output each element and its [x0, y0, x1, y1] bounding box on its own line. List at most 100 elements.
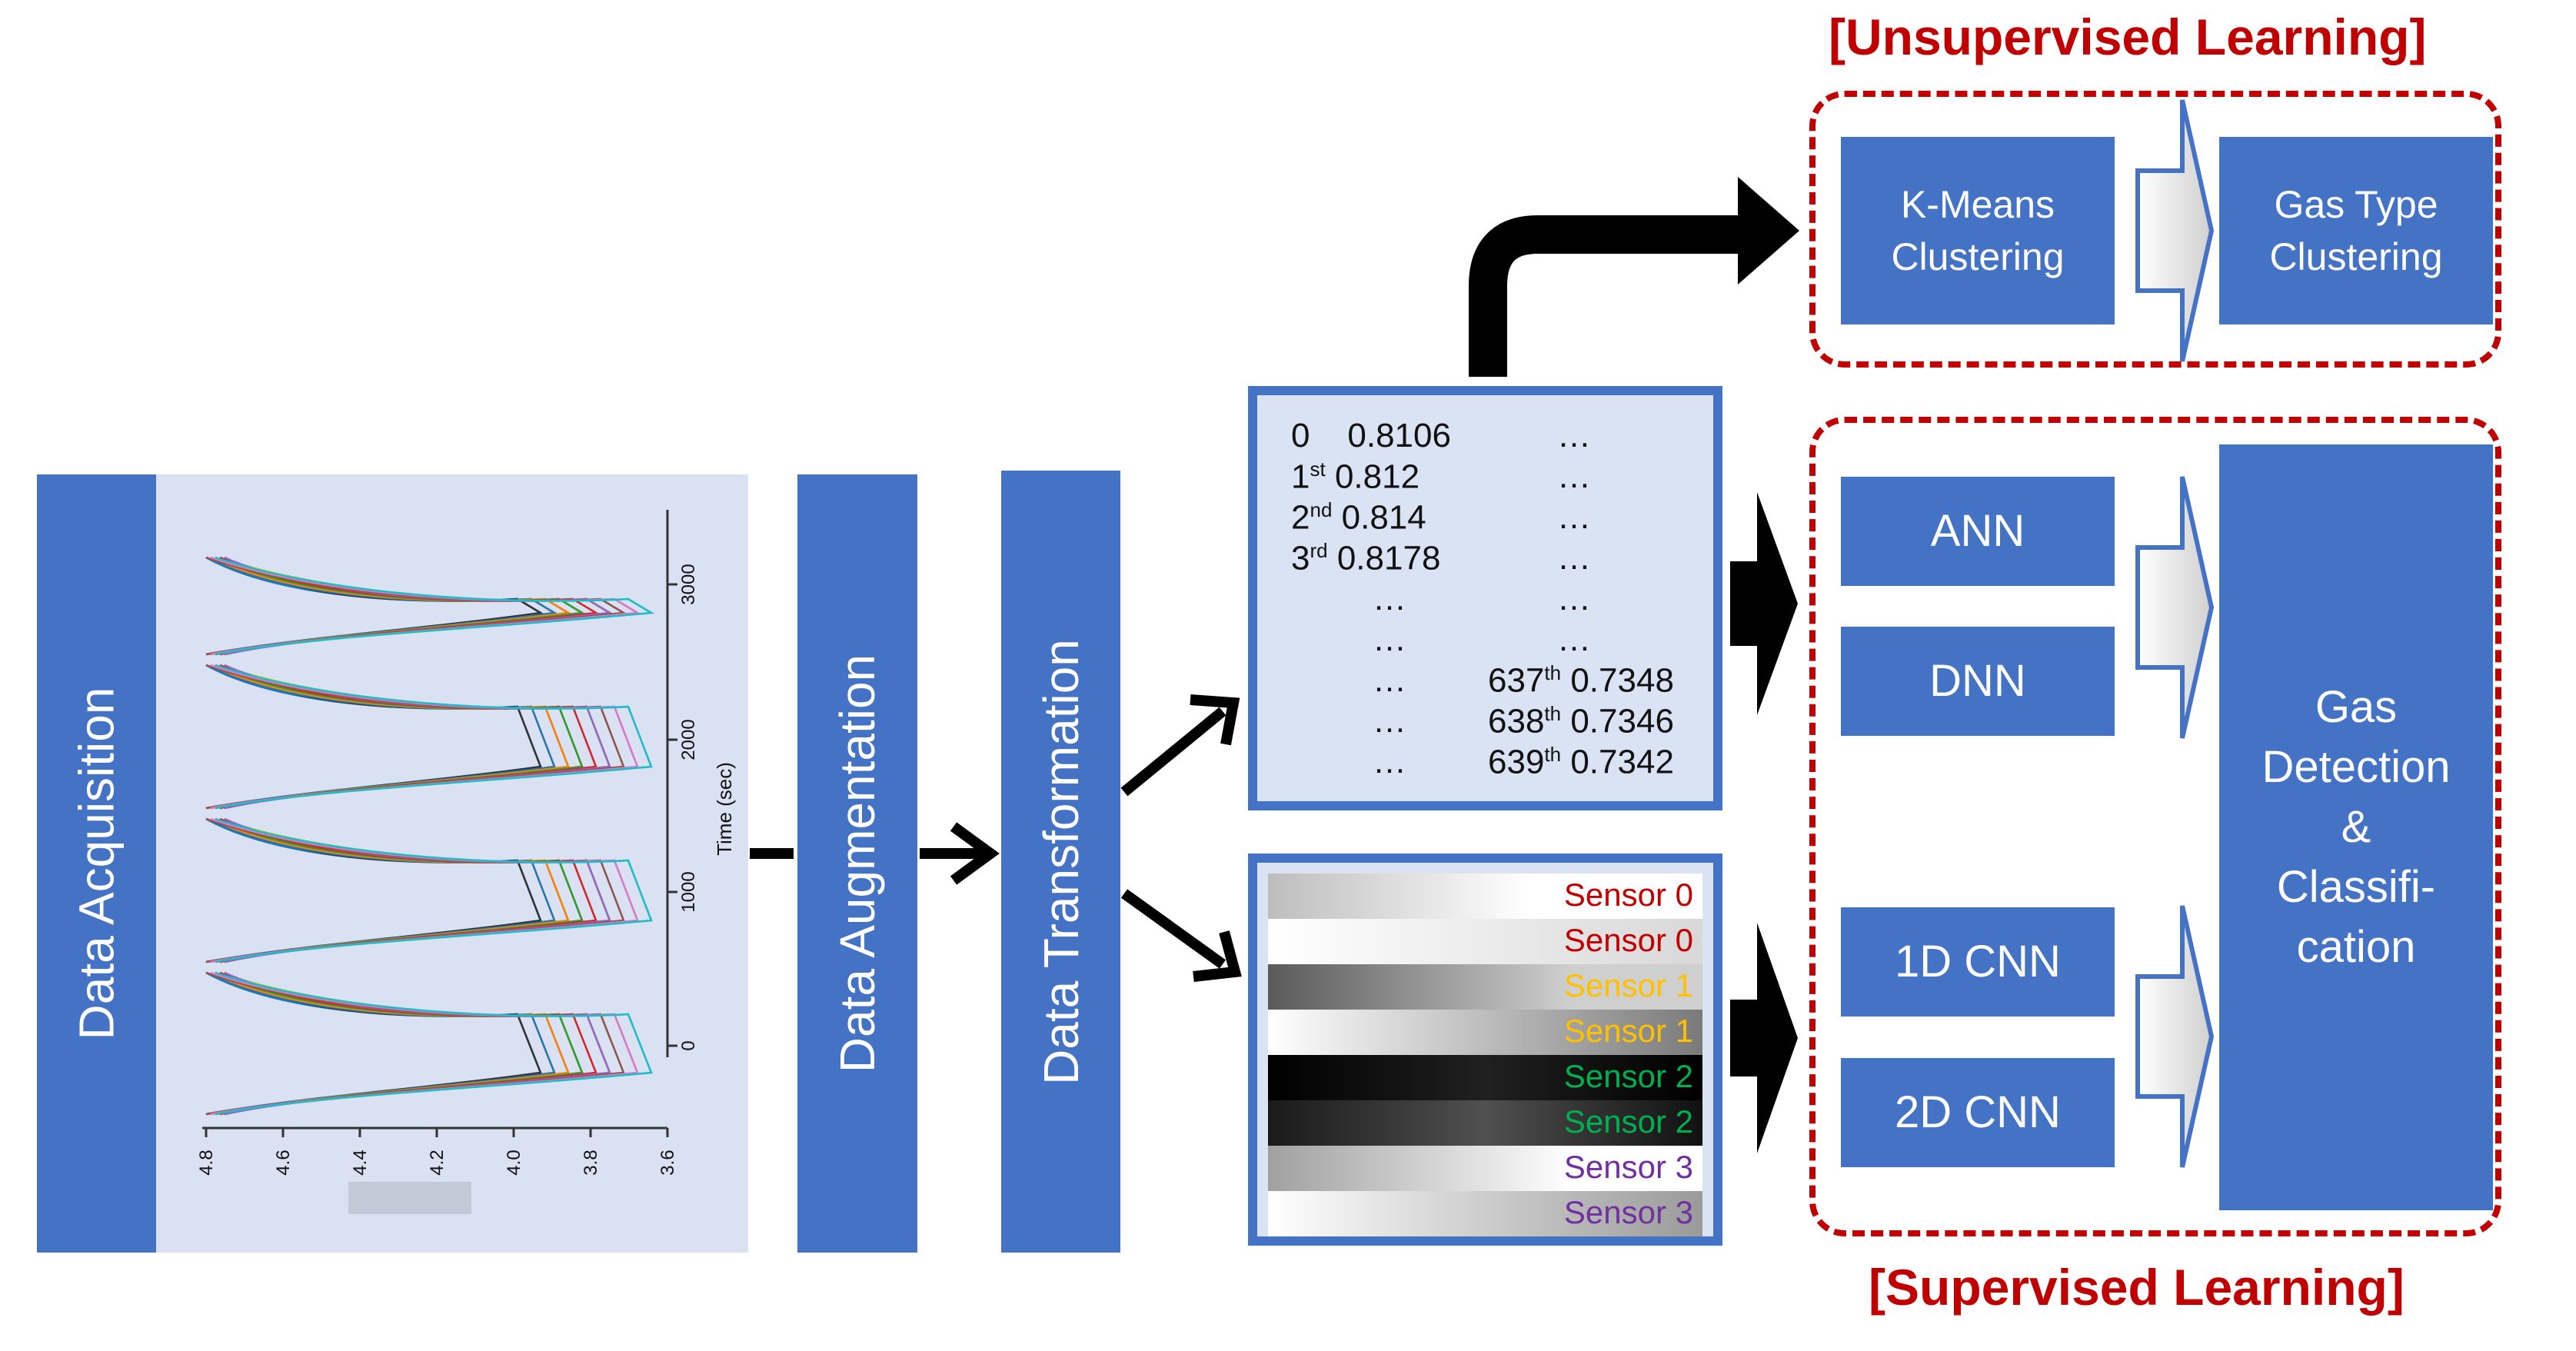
vector-table-panel: 0 0.8106…1st 0.812…2nd 0.814…3rd 0.8178…… [1248, 386, 1722, 810]
vector-index: 1 [1291, 458, 1310, 496]
bent-arrow-head [1738, 177, 1799, 285]
sensor-label: Sensor 1 [1563, 1013, 1693, 1049]
right-tick-label: 2000 [678, 719, 699, 760]
vector-index-suffix: nd [1310, 498, 1333, 521]
data-transformation-box: Data Transformation [1001, 471, 1120, 1253]
sensor-image-rows: Sensor 0 Sensor 0 Sensor 1 Sensor 1 Sensor 2… [1268, 873, 1702, 1236]
sensor-label: Sensor 1 [1563, 967, 1693, 1003]
sensor-label: Sensor 0 [1563, 877, 1693, 913]
sensor-label: Sensor 2 [1563, 1058, 1693, 1094]
vector-value: 0.7346 [1561, 702, 1674, 740]
vector-value: 0.7342 [1561, 743, 1674, 781]
vector-value: 0.812 [1325, 458, 1420, 496]
vector-row-left: 2nd 0.814 [1291, 498, 1426, 537]
bottom-tick-label: 4.8 [196, 1150, 217, 1175]
bottom-tick-label: 3.6 [657, 1150, 678, 1175]
bottom-tick-label: 4.6 [273, 1150, 294, 1175]
sensor-row: Sensor 1 [1268, 1010, 1702, 1055]
vector-index-suffix: st [1310, 458, 1326, 481]
supervised-heading: [Supervised Learning] [1869, 1259, 2405, 1316]
sensor-label: Sensor 0 [1563, 922, 1693, 958]
vector-row-right: … [1557, 458, 1591, 495]
response-curve [215, 556, 641, 656]
dnn-label: DNN [1929, 656, 2026, 706]
vector-index: 638 [1488, 702, 1545, 740]
vector-row-right: 638th 0.7346 [1488, 702, 1674, 741]
kmeans-label: K-Means Clustering [1891, 183, 2065, 278]
right-tick-label: 3000 [678, 564, 699, 604]
kmeans-box: K-Means Clustering [1841, 137, 2115, 324]
bottom-tick-label: 4.2 [427, 1150, 448, 1175]
cnn2d-box: 2D CNN [1841, 1058, 2115, 1167]
right-tick-label: 0 [678, 1040, 699, 1050]
arrow-to-table-shaft [1120, 707, 1226, 797]
cnn1d-label: 1D CNN [1895, 937, 2061, 987]
vector-value: 0.7348 [1561, 661, 1674, 700]
vector-value: 0.8178 [1327, 539, 1441, 577]
response-curve [210, 556, 641, 656]
response-curve [215, 817, 653, 963]
arrow-aug-trans-head [950, 822, 1000, 885]
right-tick-label: 1000 [678, 871, 699, 912]
vector-ellipsis: … [1373, 621, 1406, 658]
sensor-row: Sensor 1 [1268, 964, 1702, 1010]
supervised-group [1809, 417, 2501, 1236]
bottom-axis-ticks: 4.8 4.6 4.4 4.2 4.0 3.8 3.6 [196, 1128, 678, 1176]
vector-index: 0 [1291, 417, 1310, 454]
sensor-row: Sensor 0 [1268, 873, 1702, 919]
vector-row-left: 0 0.8106 [1291, 417, 1451, 455]
bottom-tick-label: 4.4 [350, 1150, 371, 1175]
bottom-tick-label: 3.8 [581, 1150, 601, 1175]
vector-index-suffix: th [1544, 702, 1562, 725]
right-axis-ticks: 0 1000 2000 3000 [667, 564, 699, 1051]
vector-row-right: … [1557, 417, 1591, 454]
response-curves [205, 556, 654, 1116]
vector-ellipsis: … [1373, 661, 1406, 699]
bottom-tick-label: 4.0 [504, 1150, 524, 1175]
response-curve [219, 556, 654, 656]
vector-ellipsis: … [1373, 743, 1406, 780]
gas-detection-box: Gas Detection & Classifi- cation [2219, 444, 2493, 1210]
vector-index: 639 [1488, 743, 1545, 781]
ann-label: ANN [1930, 506, 2025, 556]
vector-ellipsis: … [1373, 580, 1406, 617]
vector-row-right: … [1557, 621, 1591, 658]
response-curve [224, 556, 599, 656]
vector-row-right: 637th 0.7348 [1488, 661, 1674, 700]
sensor-label: Sensor 3 [1563, 1149, 1693, 1185]
cnn2d-label: 2D CNN [1895, 1087, 2061, 1137]
arrow-to-table-head [1190, 694, 1240, 746]
sensor-label: Sensor 3 [1563, 1194, 1693, 1230]
cnn1d-box: 1D CNN [1841, 907, 2115, 1017]
block-arrow-table-to-supervised [1730, 492, 1798, 715]
vector-row-right: … [1557, 580, 1591, 617]
vector-index: 2 [1291, 498, 1310, 537]
vector-row-right: … [1557, 539, 1591, 577]
blurred-axis-label [348, 1182, 471, 1214]
response-curve [224, 556, 613, 656]
vector-row-left: 3rd 0.8178 [1291, 539, 1440, 578]
sensor-row: Sensor 3 [1268, 1191, 1702, 1236]
vector-index-suffix: rd [1310, 539, 1328, 562]
response-curve [215, 556, 654, 656]
data-acquisition-box: Data Acquisition [37, 474, 156, 1253]
sensor-label: Sensor 2 [1563, 1103, 1693, 1140]
response-curve [215, 971, 653, 1116]
block-arrow-image-to-supervised [1730, 923, 1798, 1153]
bent-arrow-shaft [1469, 215, 1738, 377]
data-acquisition-label: Data Acquisition [68, 687, 125, 1040]
gas-type-clustering-box: Gas Type Clustering [2219, 137, 2493, 324]
vector-row-left: 1st 0.812 [1291, 458, 1419, 497]
sensor-row: Sensor 3 [1268, 1146, 1702, 1191]
vector-row-right: 639th 0.7342 [1488, 743, 1674, 782]
sensor-row: Sensor 2 [1268, 1100, 1702, 1146]
vector-index-suffix: th [1544, 661, 1562, 684]
arrow-to-image-shaft [1120, 889, 1226, 969]
sensor-row: Sensor 2 [1268, 1055, 1702, 1100]
vector-index-suffix: th [1544, 743, 1562, 766]
response-curve [215, 664, 653, 810]
sensor-image-panel: Sensor 0 Sensor 0 Sensor 1 Sensor 1 Sensor 2… [1248, 854, 1722, 1246]
gas-type-clustering-label: Gas Type Clustering [2269, 183, 2443, 278]
